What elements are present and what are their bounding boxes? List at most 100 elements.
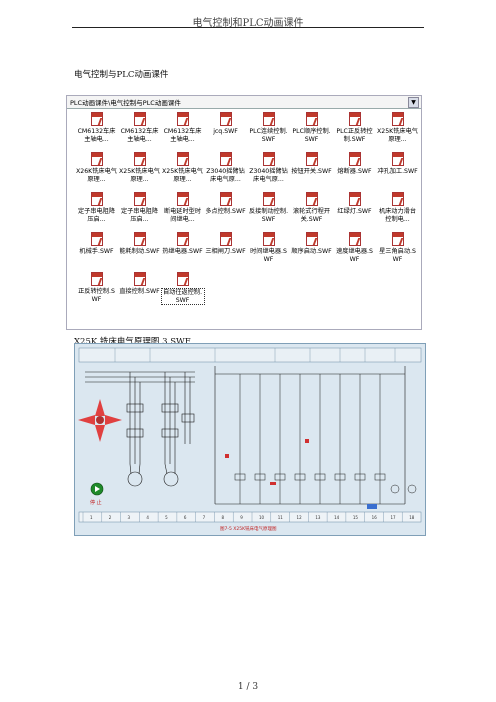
file-item[interactable]: 反接制动控制.SWF (247, 192, 290, 232)
section-title-schematic: X25K 铣床电气原理图 3.SWF (74, 337, 191, 347)
file-name: 熔断器.SWF (337, 168, 372, 175)
swf-file-icon (90, 272, 103, 286)
file-name: 能耗制动.SWF (119, 248, 160, 255)
file-name: X26K铣床电气原理... (76, 168, 117, 183)
fan-icon (78, 399, 122, 442)
file-item[interactable]: 红绿灯.SWF (333, 192, 376, 232)
file-item[interactable]: jcq.SWF (204, 112, 247, 152)
swf-file-icon (176, 152, 189, 166)
file-name: 自动往返控制.SWF (160, 288, 205, 305)
stop-label: 停 止 (90, 499, 102, 506)
file-item[interactable]: 机床动力滑台控制电... (376, 192, 419, 232)
file-name: 三相闸刀.SWF (205, 248, 246, 255)
column-number: 13 (315, 515, 321, 520)
file-name: 断电延时型时间继电... (163, 208, 202, 223)
file-name: 星三角启动.SWF (379, 248, 416, 263)
file-item[interactable]: 按钮开关.SWF (290, 152, 333, 192)
schematic-caption: 图7-5 X25K铣床电气原理图 (220, 525, 277, 532)
column-number: 5 (165, 515, 168, 520)
swf-file-icon (219, 192, 232, 206)
file-name: X25K铣床电气原理... (377, 128, 418, 143)
section-title-courseware: 电气控制与PLC动画课件 (74, 70, 169, 80)
file-name: 正反转控制.SWF (78, 288, 115, 303)
file-name: 顺序启动.SWF (291, 248, 332, 255)
file-item[interactable]: 能耗制动.SWF (118, 232, 161, 272)
swf-file-icon (305, 232, 318, 246)
swf-file-icon (219, 152, 232, 166)
file-item[interactable]: X25K铣床电气原理... (161, 152, 204, 192)
address-bar: PLC动画课件\电气控制与PLC动画课件 ▼ (67, 96, 421, 109)
header-rule (72, 27, 424, 28)
swf-file-icon (219, 232, 232, 246)
swf-file-icon (219, 112, 232, 126)
file-name: X25K铣床电气原理... (162, 168, 203, 183)
column-number: 11 (278, 515, 284, 520)
swf-file-icon (176, 232, 189, 246)
file-item[interactable]: 定子串电阻降压启... (75, 192, 118, 232)
file-name: 红绿灯.SWF (337, 208, 372, 215)
file-item[interactable]: PLC连续控制.SWF (247, 112, 290, 152)
file-item[interactable]: CM6132车床主轴电... (75, 112, 118, 152)
swf-file-icon (391, 192, 404, 206)
column-number: 1 (90, 515, 93, 520)
swf-file-icon (348, 232, 361, 246)
swf-file-icon (305, 192, 318, 206)
file-item[interactable]: 星三角启动.SWF (376, 232, 419, 272)
file-item[interactable]: PLC顺序控制.SWF (290, 112, 333, 152)
file-item[interactable]: 滚轮式行程开关.SWF (290, 192, 333, 232)
swf-file-icon (133, 112, 146, 126)
swf-file-icon (133, 272, 146, 286)
file-item[interactable]: CM6132车床主轴电... (118, 112, 161, 152)
file-explorer-screenshot: PLC动画课件\电气控制与PLC动画课件 ▼ CM6132车床主轴电...CM6… (66, 95, 422, 330)
column-number: 17 (390, 515, 396, 520)
swf-file-icon (305, 152, 318, 166)
file-item[interactable]: 断电延时型时间继电... (161, 192, 204, 232)
file-item[interactable]: PLC正反转控制.SWF (333, 112, 376, 152)
file-item[interactable]: X26K铣床电气原理... (75, 152, 118, 192)
file-item[interactable]: Z3040摇臂钻床电气原... (204, 152, 247, 192)
file-item[interactable]: 定子串电阻降压启... (118, 192, 161, 232)
column-number: 7 (203, 515, 206, 520)
file-item[interactable]: 速度继电器.SWF (333, 232, 376, 272)
file-name: CM6132车床主轴电... (77, 128, 116, 143)
file-item[interactable]: X25K铣床电气原理... (118, 152, 161, 192)
column-number: 4 (146, 515, 149, 520)
file-item[interactable]: 冲孔加工.SWF (376, 152, 419, 192)
file-item[interactable]: 机械手.SWF (75, 232, 118, 272)
page-header: 电气控制和PLC动画课件 (192, 18, 304, 29)
file-name: PLC正反转控制.SWF (336, 128, 373, 143)
swf-file-icon (176, 272, 189, 286)
swf-file-icon (348, 112, 361, 126)
column-number: 8 (221, 515, 224, 520)
file-name: 机床动力滑台控制电... (378, 208, 417, 223)
file-item[interactable]: 自动往返控制.SWF (160, 272, 205, 312)
file-name: 定子串电阻降压启... (77, 208, 116, 223)
swf-file-icon (305, 112, 318, 126)
file-name: CM6132车床主轴电... (163, 128, 202, 143)
file-item[interactable]: Z3040摇臂钻床电气原... (247, 152, 290, 192)
file-item[interactable]: 顺序启动.SWF (290, 232, 333, 272)
file-item[interactable]: 时间继电器.SWF (247, 232, 290, 272)
file-item[interactable]: 三相闸刀.SWF (204, 232, 247, 272)
page-number: 1 / 3 (237, 682, 259, 692)
swf-file-icon (348, 152, 361, 166)
column-number: 2 (109, 515, 112, 520)
file-name: 多点控制.SWF (205, 208, 246, 215)
file-item[interactable]: 熔断器.SWF (333, 152, 376, 192)
file-item[interactable]: X25K铣床电气原理... (376, 112, 419, 152)
swf-file-icon (391, 232, 404, 246)
file-item[interactable]: CM6132车床主轴电... (161, 112, 204, 152)
column-number: 18 (409, 515, 415, 520)
file-name: 热继电器.SWF (162, 248, 203, 255)
file-name: PLC连续控制.SWF (249, 128, 288, 143)
file-item[interactable]: 热继电器.SWF (161, 232, 204, 272)
file-item[interactable]: 多点控制.SWF (204, 192, 247, 232)
column-number: 10 (259, 515, 265, 520)
swf-file-icon (176, 112, 189, 126)
column-number: 3 (128, 515, 131, 520)
file-item[interactable]: 直接控制.SWF (118, 272, 161, 312)
swf-file-icon (262, 152, 275, 166)
swf-file-icon (133, 232, 146, 246)
file-item[interactable]: 正反转控制.SWF (75, 272, 118, 312)
file-name: 直接控制.SWF (119, 288, 160, 295)
